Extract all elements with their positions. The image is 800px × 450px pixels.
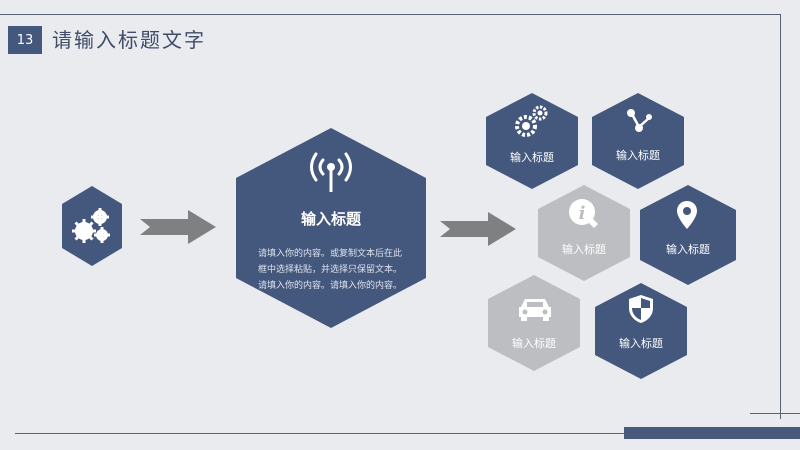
hex-item-5	[488, 275, 580, 371]
hex-item-4	[640, 185, 736, 285]
hex-item-4-label: 输入标题	[666, 243, 710, 256]
frame-bottom-short-line	[750, 413, 800, 414]
share-icon	[627, 109, 652, 132]
hex-item-6-label: 输入标题	[619, 337, 663, 350]
antenna-icon	[310, 152, 352, 192]
hex-item-1	[486, 93, 578, 189]
hex-item-2-label: 输入标题	[616, 149, 660, 162]
shield-icon	[629, 295, 653, 323]
info-icon: i	[569, 199, 598, 228]
slide-title: 请输入标题文字	[52, 28, 206, 52]
hex-item-1-label: 输入标题	[510, 151, 554, 164]
gears-icon	[72, 208, 110, 243]
location-pin-icon	[677, 201, 697, 229]
page-number: 13	[8, 26, 42, 54]
hex-item-3	[538, 185, 630, 281]
hex-item-2	[592, 93, 684, 189]
car-icon	[519, 299, 551, 321]
gears-hexagon	[62, 186, 122, 266]
main-description: 请填入你的内容。或复制文本后在此框中选择粘贴，并选择只保留文本。请填入你的内容。…	[258, 249, 403, 291]
gears-icon	[515, 105, 548, 137]
frame-top-line	[0, 14, 781, 15]
hex-item-5-label: 输入标题	[512, 337, 556, 350]
frame-right-line	[780, 14, 781, 419]
svg-text:i: i	[579, 203, 586, 224]
frame-bottom-line	[15, 433, 800, 434]
bottom-accent-bar	[624, 427, 800, 439]
main-hexagon	[236, 128, 426, 328]
arrow-right-icon	[140, 210, 216, 244]
hex-item-3-label: 输入标题	[562, 243, 606, 256]
main-title: 输入标题	[300, 210, 361, 228]
hex-item-6	[595, 283, 687, 379]
arrow-right-icon	[440, 212, 516, 246]
